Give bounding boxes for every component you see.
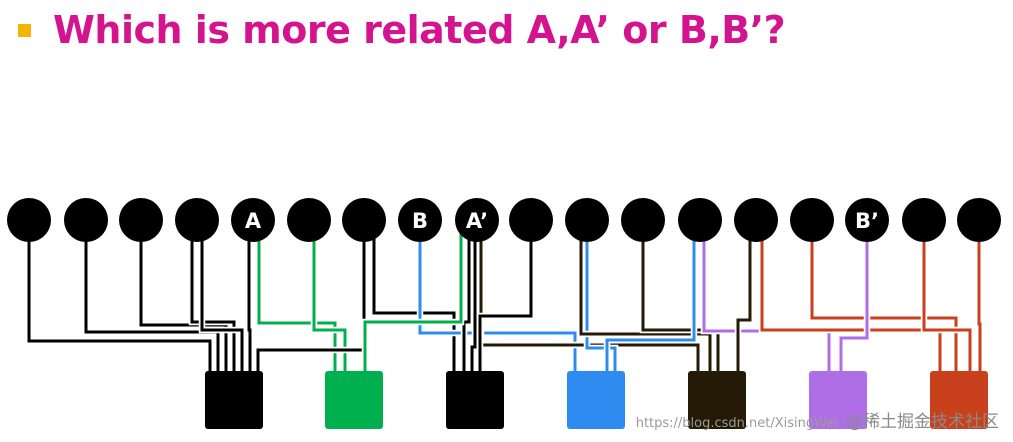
wire — [977, 220, 982, 371]
node — [7, 198, 51, 242]
node — [565, 198, 609, 242]
node — [287, 198, 331, 242]
bullet-icon — [18, 23, 31, 37]
node — [902, 198, 946, 242]
node-circle — [398, 198, 442, 242]
wire — [363, 220, 463, 371]
node — [957, 198, 1001, 242]
group-block — [205, 371, 263, 429]
node-circle — [175, 198, 219, 242]
node — [342, 198, 386, 242]
node-circle — [621, 198, 665, 242]
wire — [478, 220, 533, 371]
wire — [839, 220, 869, 371]
node — [509, 198, 553, 242]
wire — [470, 220, 477, 371]
node — [175, 198, 219, 242]
watermark-site: @稀土掘金技术社区 — [846, 412, 999, 432]
node-circle — [845, 198, 889, 242]
node-circle — [287, 198, 331, 242]
wire — [922, 220, 972, 371]
group-block — [567, 371, 625, 429]
wire — [372, 220, 456, 371]
node-circle — [678, 198, 722, 242]
group-block — [688, 371, 746, 429]
node-circle — [509, 198, 553, 242]
node-circle — [565, 198, 609, 242]
node-circle — [64, 198, 108, 242]
node-label: B — [412, 209, 428, 233]
node-label: A — [245, 209, 262, 233]
node — [621, 198, 665, 242]
wire — [579, 220, 712, 371]
node-circle — [902, 198, 946, 242]
wire — [605, 220, 696, 371]
node — [790, 198, 834, 242]
title-row: Which is more related A,A’ or B,B’? — [18, 4, 786, 56]
node — [678, 198, 722, 242]
node-circle — [7, 198, 51, 242]
wire — [760, 220, 942, 371]
watermark-url: https://blog.csdn.net/XisingWei — [635, 416, 838, 431]
group-block — [809, 371, 867, 429]
groups — [205, 371, 988, 429]
slide-title: Which is more related A,A’ or B,B’? — [53, 8, 786, 52]
node-circle — [957, 198, 1001, 242]
node: A’ — [455, 198, 499, 242]
node-label: B’ — [855, 209, 879, 233]
wire — [190, 220, 236, 371]
wire — [247, 220, 252, 371]
node-circle — [455, 198, 499, 242]
node-circle — [790, 198, 834, 242]
wire — [736, 220, 752, 371]
node: B — [398, 198, 442, 242]
wire — [256, 220, 366, 371]
node — [734, 198, 778, 242]
wire — [200, 220, 244, 371]
wires — [25, 220, 984, 371]
node-label: A’ — [466, 209, 488, 233]
watermark: https://blog.csdn.net/XisingWei @稀土掘金技术社… — [636, 407, 999, 432]
wire — [27, 220, 212, 371]
node-circle — [119, 198, 163, 242]
group-block — [930, 371, 988, 429]
wire — [641, 220, 720, 371]
node: A — [231, 198, 275, 242]
wire — [810, 220, 958, 371]
node-circle — [734, 198, 778, 242]
group-block — [446, 371, 504, 429]
group-block — [325, 371, 383, 429]
node-circle — [231, 198, 275, 242]
wire — [84, 220, 220, 371]
wire — [585, 220, 617, 371]
wire — [462, 220, 471, 371]
wire — [139, 220, 228, 371]
node — [64, 198, 108, 242]
wire — [418, 220, 577, 371]
node — [119, 198, 163, 242]
node-circle — [342, 198, 386, 242]
node: B’ — [845, 198, 889, 242]
nodes: A B A’ B’ — [7, 198, 1001, 242]
